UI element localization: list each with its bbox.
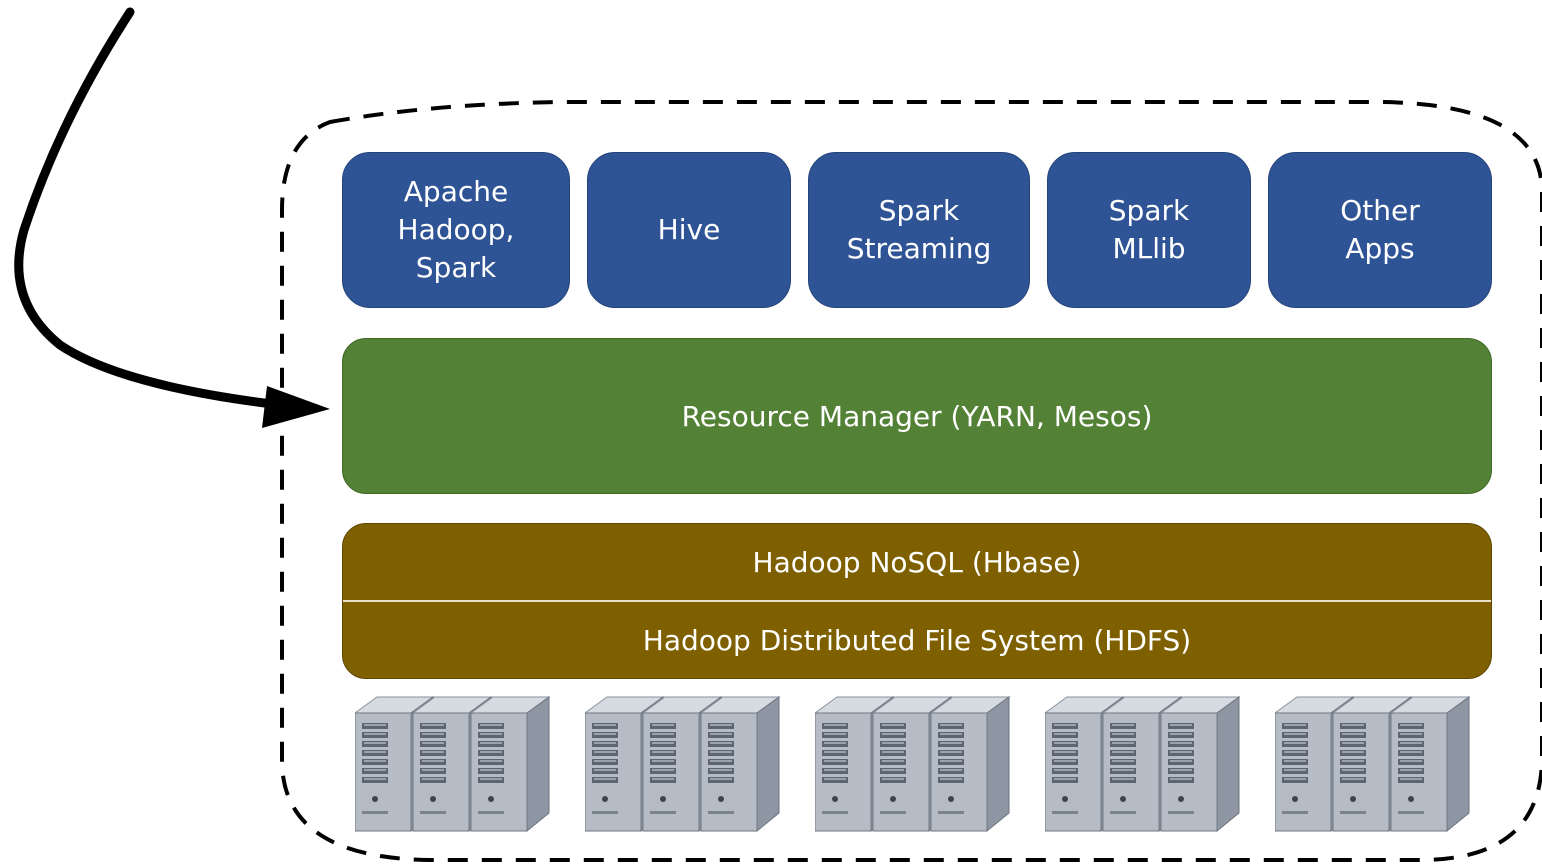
arrow-head-icon [262, 386, 330, 428]
server-group-icon [583, 695, 795, 835]
server-group-icon [1273, 695, 1485, 835]
nosql-label: Hadoop NoSQL (Hbase) [752, 545, 1082, 579]
nosql-section: Hadoop NoSQL (Hbase) [343, 524, 1491, 600]
storage-layer: Hadoop NoSQL (Hbase) Hadoop Distributed … [342, 523, 1492, 679]
server-group-icon [353, 695, 565, 835]
curved-arrow [14, 7, 277, 409]
app-box-hadoop-spark: Apache Hadoop, Spark [342, 152, 570, 308]
app-box-spark-streaming: Spark Streaming [808, 152, 1030, 308]
app-box-spark-mllib: Spark MLlib [1047, 152, 1251, 308]
app-box-hive: Hive [587, 152, 791, 308]
hdfs-section: Hadoop Distributed File System (HDFS) [343, 602, 1491, 678]
hdfs-label: Hadoop Distributed File System (HDFS) [642, 623, 1192, 657]
server-group-icon [813, 695, 1025, 835]
cluster-boundary [280, 100, 1542, 862]
resource-manager-label: Resource Manager (YARN, Mesos) [681, 399, 1153, 433]
app-box-other-apps: Other Apps [1268, 152, 1492, 308]
storage-divider [343, 600, 1491, 602]
server-group-icon [1043, 695, 1255, 835]
resource-manager-layer: Resource Manager (YARN, Mesos) [342, 338, 1492, 494]
